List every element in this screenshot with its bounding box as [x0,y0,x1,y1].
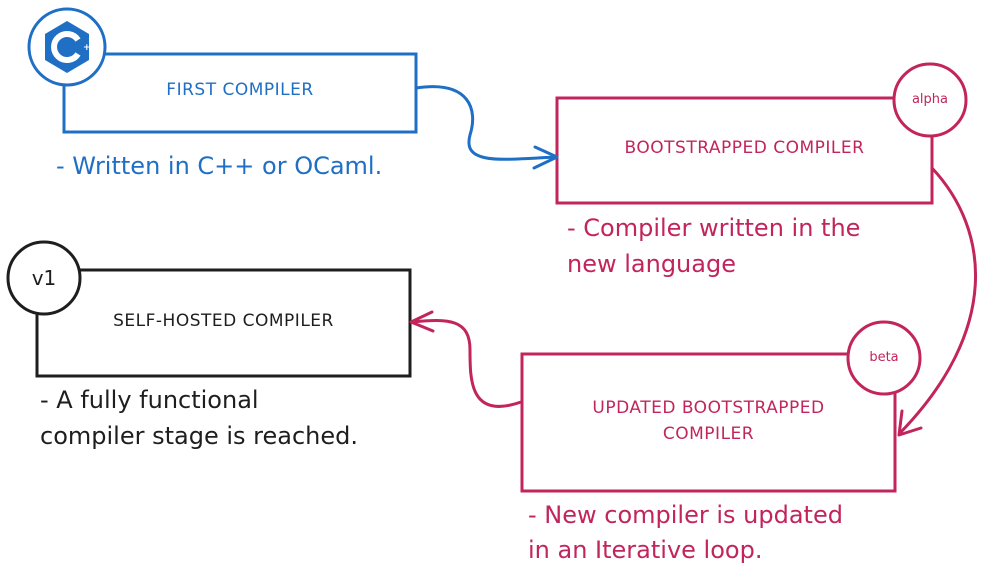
bootstrapped-compiler-label: BOOTSTRAPPED COMPILER [624,138,865,158]
beta-badge: beta [869,350,899,365]
alpha-badge-circle [892,62,968,138]
updated-compiler-label-line2: COMPILER [662,424,755,444]
alpha-badge: alpha [911,92,949,107]
updated-compiler-label-line1: UPDATED BOOTSTRAPPED [592,398,825,418]
first-compiler-note: - Written in C++ or OCaml. [56,152,383,180]
c-plus-plus-logo-icon: ++ [27,7,107,87]
bootstrapped-compiler-box [555,96,934,205]
first-compiler-label: FIRST COMPILER [166,80,314,100]
bootstrapped-note-line1: - Compiler written in the [567,214,861,242]
beta-badge-circle [846,320,922,396]
first-compiler-box [62,52,418,134]
v1-badge-circle [6,240,82,316]
bootstrapped-note-line2: new language [567,250,736,278]
arrow-first-to-bootstrapped [414,85,559,170]
arrow-bootstrapped-to-updated [897,166,978,437]
svg-text:++: ++ [83,43,98,53]
arrow-updated-to-selfhosted [409,310,523,408]
updated-note-line2: in an Iterative loop. [528,536,763,564]
v1-badge: v1 [31,266,57,290]
updated-compiler-box [520,352,897,493]
self-hosted-compiler-label: SELF-HOSTED COMPILER [113,311,334,331]
self-hosted-note-line2: compiler stage is reached. [40,422,358,450]
self-hosted-note-line1: - A fully functional [40,386,259,414]
updated-note-line1: - New compiler is updated [528,501,843,529]
